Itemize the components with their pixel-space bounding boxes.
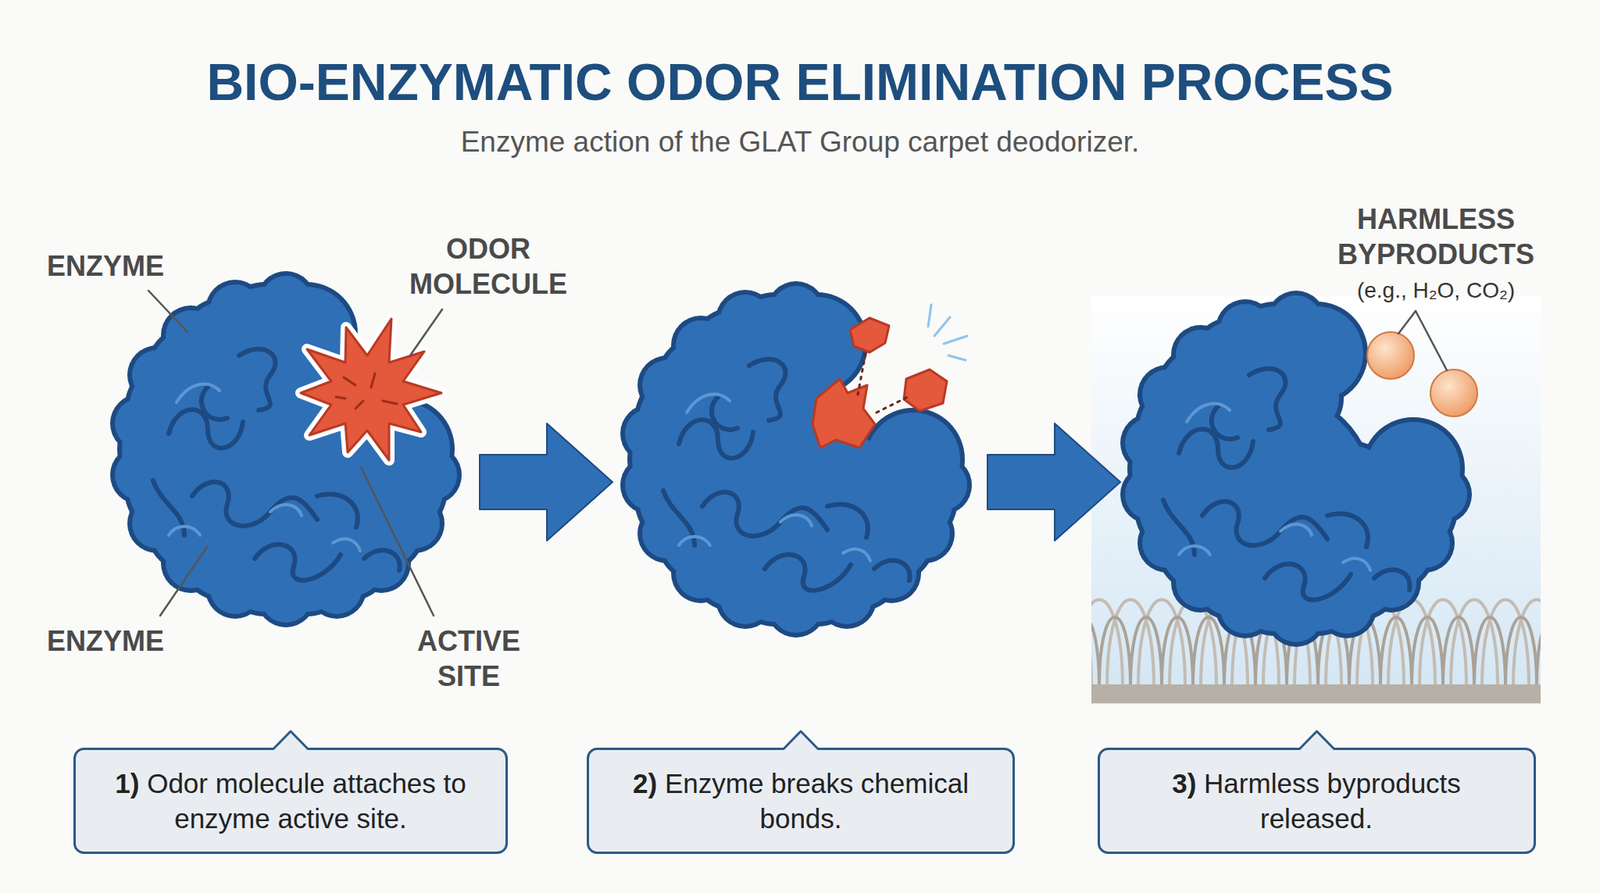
odor-fragments-part xyxy=(812,378,875,448)
leader-lines-part xyxy=(1415,310,1447,371)
enzyme-shape xyxy=(620,281,972,638)
part-label: ENZYME xyxy=(46,623,219,659)
step-text: Harmless byproducts released. xyxy=(1203,767,1461,835)
step-box-shape xyxy=(588,731,1015,854)
odor-fragments-part xyxy=(850,317,890,353)
leader-lines-part xyxy=(148,290,188,333)
odor-molecule-part xyxy=(335,373,397,409)
enzyme-shape xyxy=(110,271,462,628)
carpet-base xyxy=(1091,684,1541,704)
odor-fragments-part xyxy=(928,304,968,361)
diagram-title: BIO-ENZYMATIC ODOR ELIMINATION PROCESS xyxy=(0,53,1600,113)
step-text-line: 3)Harmless byproducts released. xyxy=(1117,765,1516,837)
part-label: ENZYME xyxy=(46,248,219,284)
byproduct-ball xyxy=(1367,332,1415,379)
step-box-body: 1)Odor molecule attaches to enzyme activ… xyxy=(73,747,508,854)
leader-lines xyxy=(148,290,1447,616)
leader-lines-part xyxy=(1398,310,1416,334)
step-box: 1)Odor molecule attaches to enzyme activ… xyxy=(73,747,508,854)
example-note: (e.g., H₂O, CO₂) xyxy=(1303,276,1569,304)
step-box-body: 3)Harmless byproducts released. xyxy=(1097,747,1536,854)
step-box-shape xyxy=(75,731,508,854)
odor-fragments-part xyxy=(876,396,908,413)
step-number: 2) xyxy=(632,767,658,799)
step-text-line: 1)Odor molecule attaches to enzyme activ… xyxy=(93,765,488,837)
step-text: Enzyme breaks chemical bonds. xyxy=(664,767,969,835)
diagram-caption: Enzyme action of the GLAT Group carpet d… xyxy=(0,125,1600,160)
step-number: 1) xyxy=(114,767,140,799)
part-label: ODOR MOLECULE xyxy=(390,231,586,302)
process-arrow xyxy=(987,423,1121,541)
odor-molecule-part-part xyxy=(343,377,356,386)
odor-fragments-part xyxy=(857,353,866,395)
part-label: HARMLESS BYPRODUCTS xyxy=(1318,201,1554,272)
leader-lines-part xyxy=(410,309,443,356)
odor-molecule-part-part xyxy=(335,396,346,399)
process-arrow xyxy=(479,423,613,541)
odor-molecule-part-part xyxy=(382,400,397,404)
leader-lines-part xyxy=(360,467,434,616)
part-label: ACTIVE SITE xyxy=(390,623,547,694)
step-text-line: 2)Enzyme breaks chemical bonds. xyxy=(607,765,995,837)
odor-molecule-part-part xyxy=(371,373,375,388)
odor-molecule-part-part xyxy=(355,400,364,409)
odor-fragments xyxy=(812,304,968,448)
step-box-body: 2)Enzyme breaks chemical bonds. xyxy=(586,747,1015,854)
step-box: 3)Harmless byproducts released. xyxy=(1097,747,1536,854)
leader-lines-part xyxy=(160,546,208,616)
byproduct-ball xyxy=(1430,369,1478,417)
step-number: 3) xyxy=(1171,767,1197,799)
step-box-shape xyxy=(1098,731,1535,854)
enzyme-shape xyxy=(1120,290,1472,647)
step-box: 2)Enzyme breaks chemical bonds. xyxy=(586,747,1015,854)
step-text: Odor molecule attaches to enzyme active … xyxy=(146,767,467,835)
odor-fragments-part xyxy=(903,369,947,411)
